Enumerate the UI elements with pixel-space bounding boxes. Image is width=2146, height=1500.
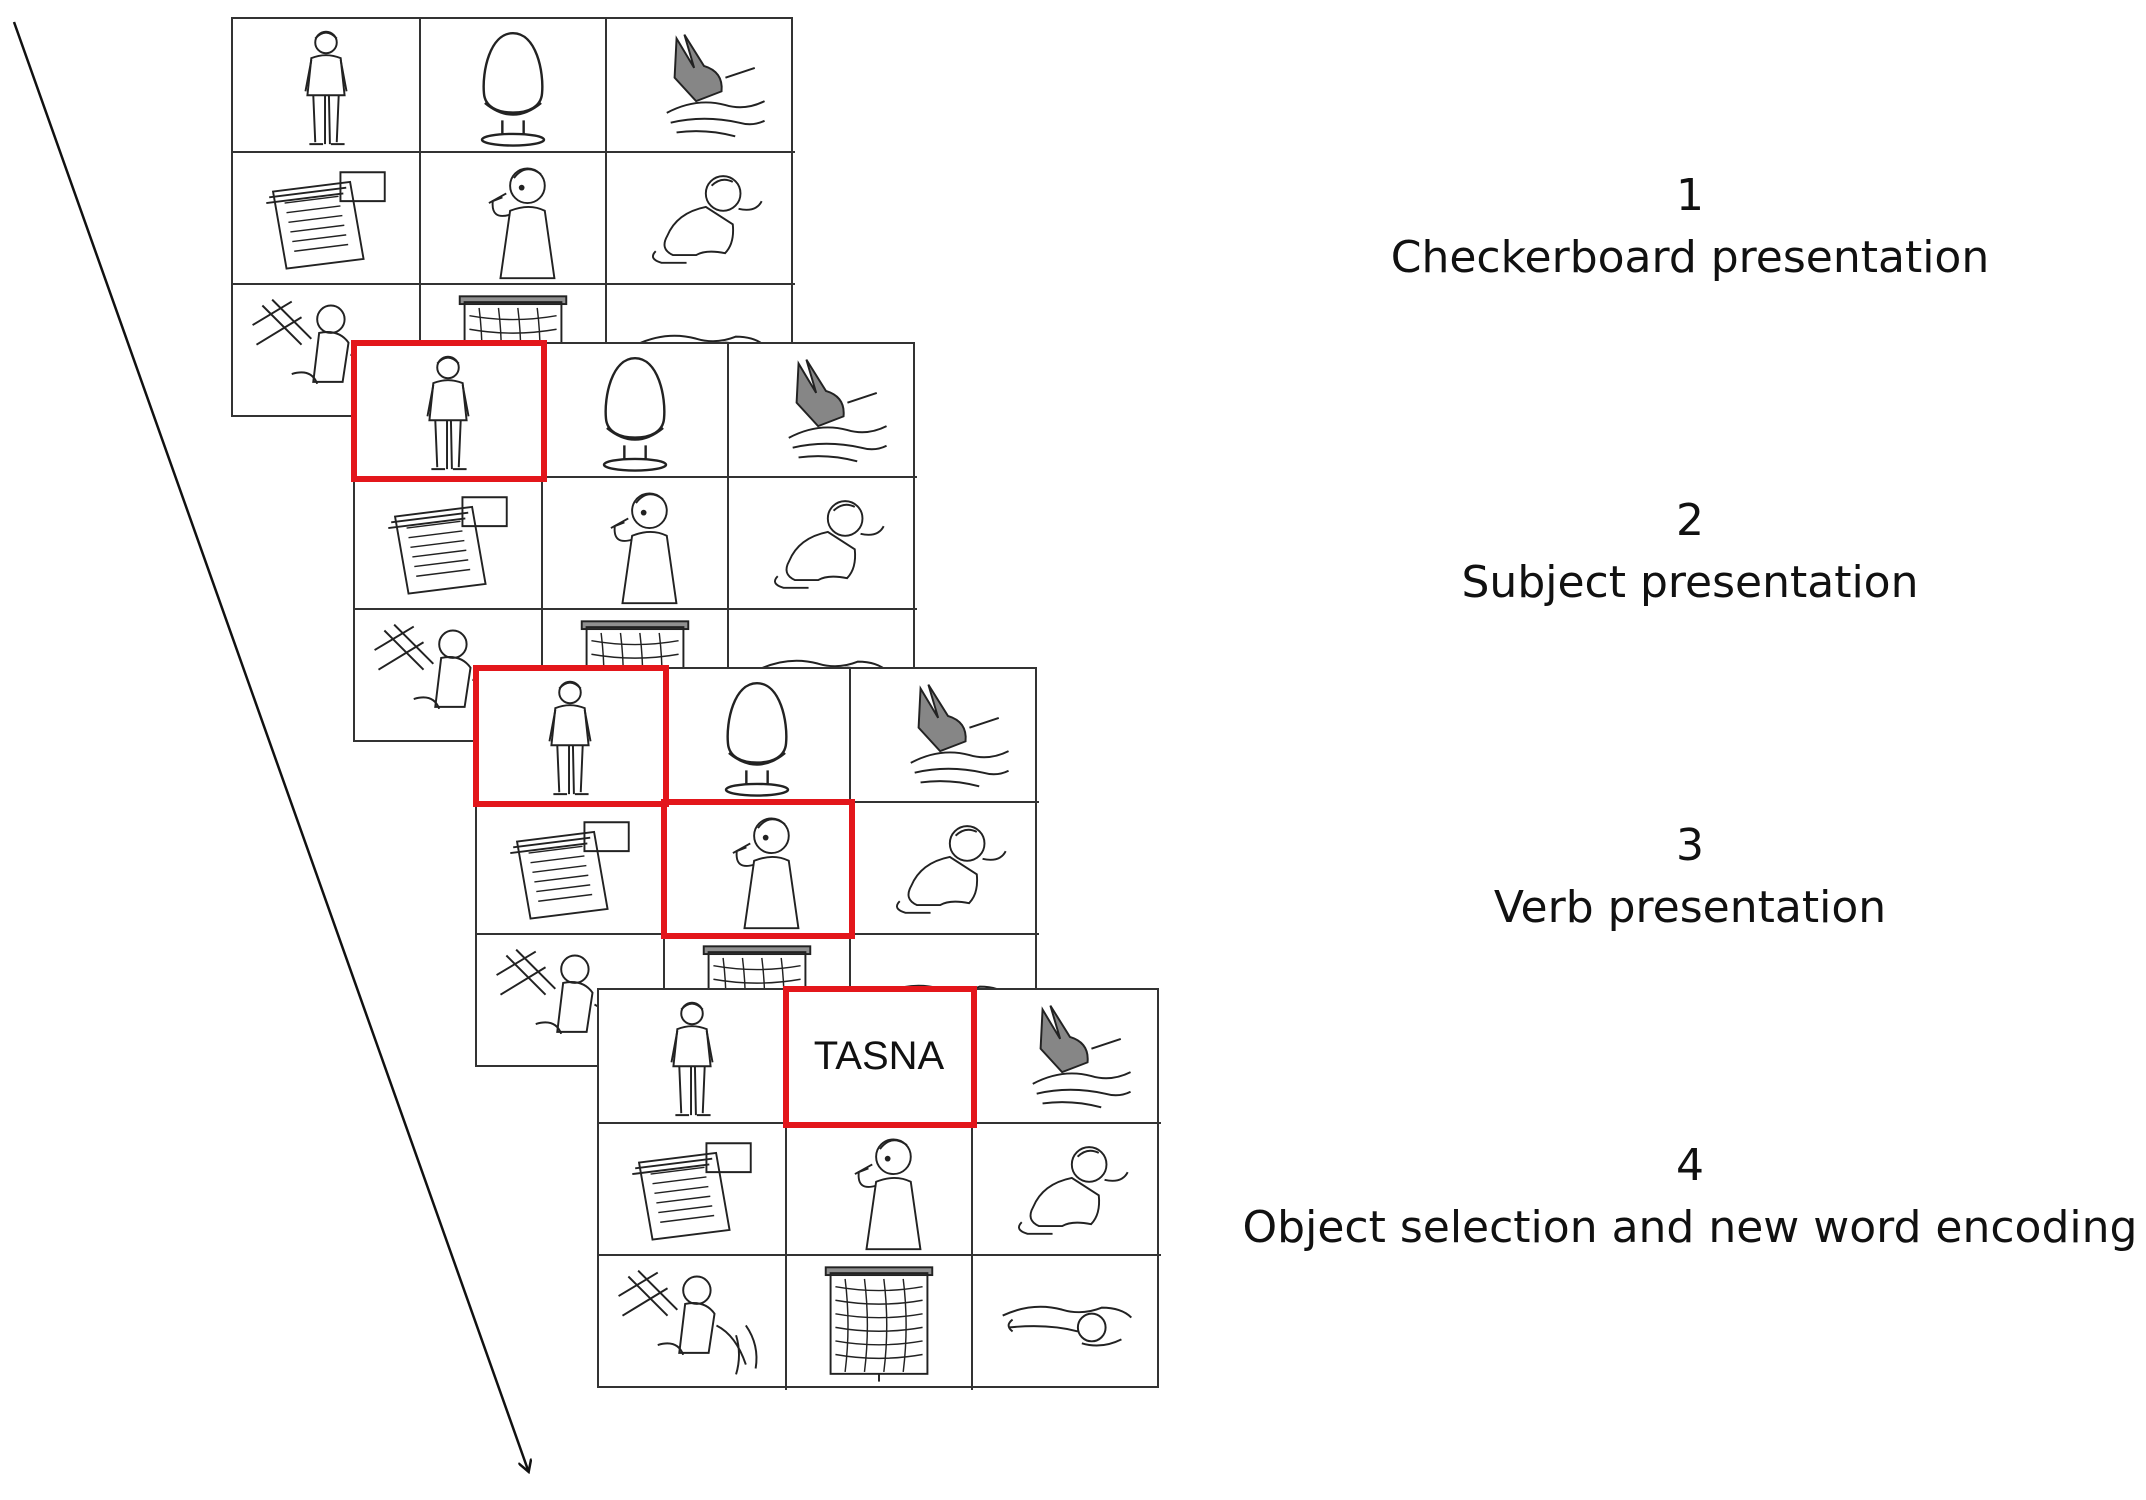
boy-standing-icon — [304, 30, 348, 146]
newspaper-picture — [477, 803, 665, 935]
step-3-label: Verb presentation — [1493, 882, 1887, 933]
egg-in-cup-picture — [665, 669, 851, 803]
step-2-label: Subject presentation — [1461, 557, 1919, 608]
bird-on-hand-icon — [1032, 1005, 1131, 1109]
highlight-box — [661, 799, 855, 939]
hand-with-ball-icon — [1002, 1305, 1133, 1347]
step-2: 2 Subject presentation — [1210, 490, 2146, 614]
boy-eating-icon — [732, 817, 800, 930]
highlight-box — [351, 340, 547, 482]
baby-crawling-icon — [773, 500, 885, 589]
baby-crawling-picture — [973, 1124, 1161, 1256]
step-1-number: 1 — [1676, 170, 1704, 221]
egg-in-cup-icon — [480, 31, 546, 147]
bird-on-hand-icon — [666, 34, 765, 138]
step-2-number: 2 — [1676, 495, 1704, 546]
boy-standing-picture — [599, 990, 787, 1124]
bird-on-hand-picture — [973, 990, 1161, 1124]
boy-eating-picture — [543, 478, 729, 610]
baby-crawling-picture — [851, 803, 1039, 935]
step-4: 4 Object selection and new word encoding — [1210, 1135, 2146, 1259]
newspaper-picture — [233, 153, 421, 285]
bird-on-hand-picture — [607, 19, 795, 153]
newspaper-icon — [388, 496, 508, 595]
boy-eating-picture — [787, 1124, 973, 1256]
checkerboard-4: TASNA — [597, 986, 1161, 1390]
step-1-label: Checkerboard presentation — [1390, 232, 1990, 283]
highlight-box — [783, 986, 977, 1128]
baby-crawling-icon — [651, 175, 763, 264]
boy-standing-icon — [426, 355, 470, 471]
newspaper-icon — [510, 821, 630, 920]
newspaper-picture — [599, 1124, 787, 1256]
boy-eating-picture — [421, 153, 607, 285]
window-blind-icon — [824, 1266, 934, 1382]
baby-crawling-picture — [607, 153, 795, 285]
step-3-number: 3 — [1676, 820, 1704, 871]
baby-crawling-icon — [1017, 1146, 1129, 1235]
newspaper-icon — [266, 171, 386, 270]
baby-crawling-picture — [729, 478, 917, 610]
egg-in-cup-icon — [724, 681, 790, 797]
boy-eating-icon — [610, 492, 678, 605]
newspaper-picture — [355, 478, 543, 610]
new-word-text: TASNA — [813, 1033, 945, 1078]
step-4-number: 4 — [1676, 1140, 1704, 1191]
newspaper-icon — [632, 1142, 752, 1241]
egg-in-cup-picture — [543, 344, 729, 478]
step-1: 1 Checkerboard presentation — [1210, 165, 2146, 289]
bird-on-hand-picture — [729, 344, 917, 478]
step-3: 3 Verb presentation — [1210, 815, 2146, 939]
step-4-label: Object selection and new word encoding — [1242, 1202, 2138, 1253]
boy-standing-picture — [233, 19, 421, 153]
bird-on-hand-picture — [851, 669, 1039, 803]
boy-standing-icon — [548, 680, 592, 796]
gardener-icon — [618, 1269, 758, 1375]
bird-on-hand-icon — [910, 684, 1009, 788]
boy-eating-icon — [488, 167, 556, 280]
hand-with-ball-picture — [973, 1256, 1161, 1390]
gardener-picture — [599, 1256, 787, 1390]
egg-in-cup-icon — [602, 356, 668, 472]
boy-eating-icon — [854, 1138, 922, 1251]
bird-on-hand-icon — [788, 359, 887, 463]
boy-standing-icon — [670, 1001, 714, 1117]
egg-in-cup-picture — [421, 19, 607, 153]
window-blind-picture — [787, 1256, 973, 1390]
baby-crawling-icon — [895, 825, 1007, 914]
highlight-box — [473, 665, 669, 807]
